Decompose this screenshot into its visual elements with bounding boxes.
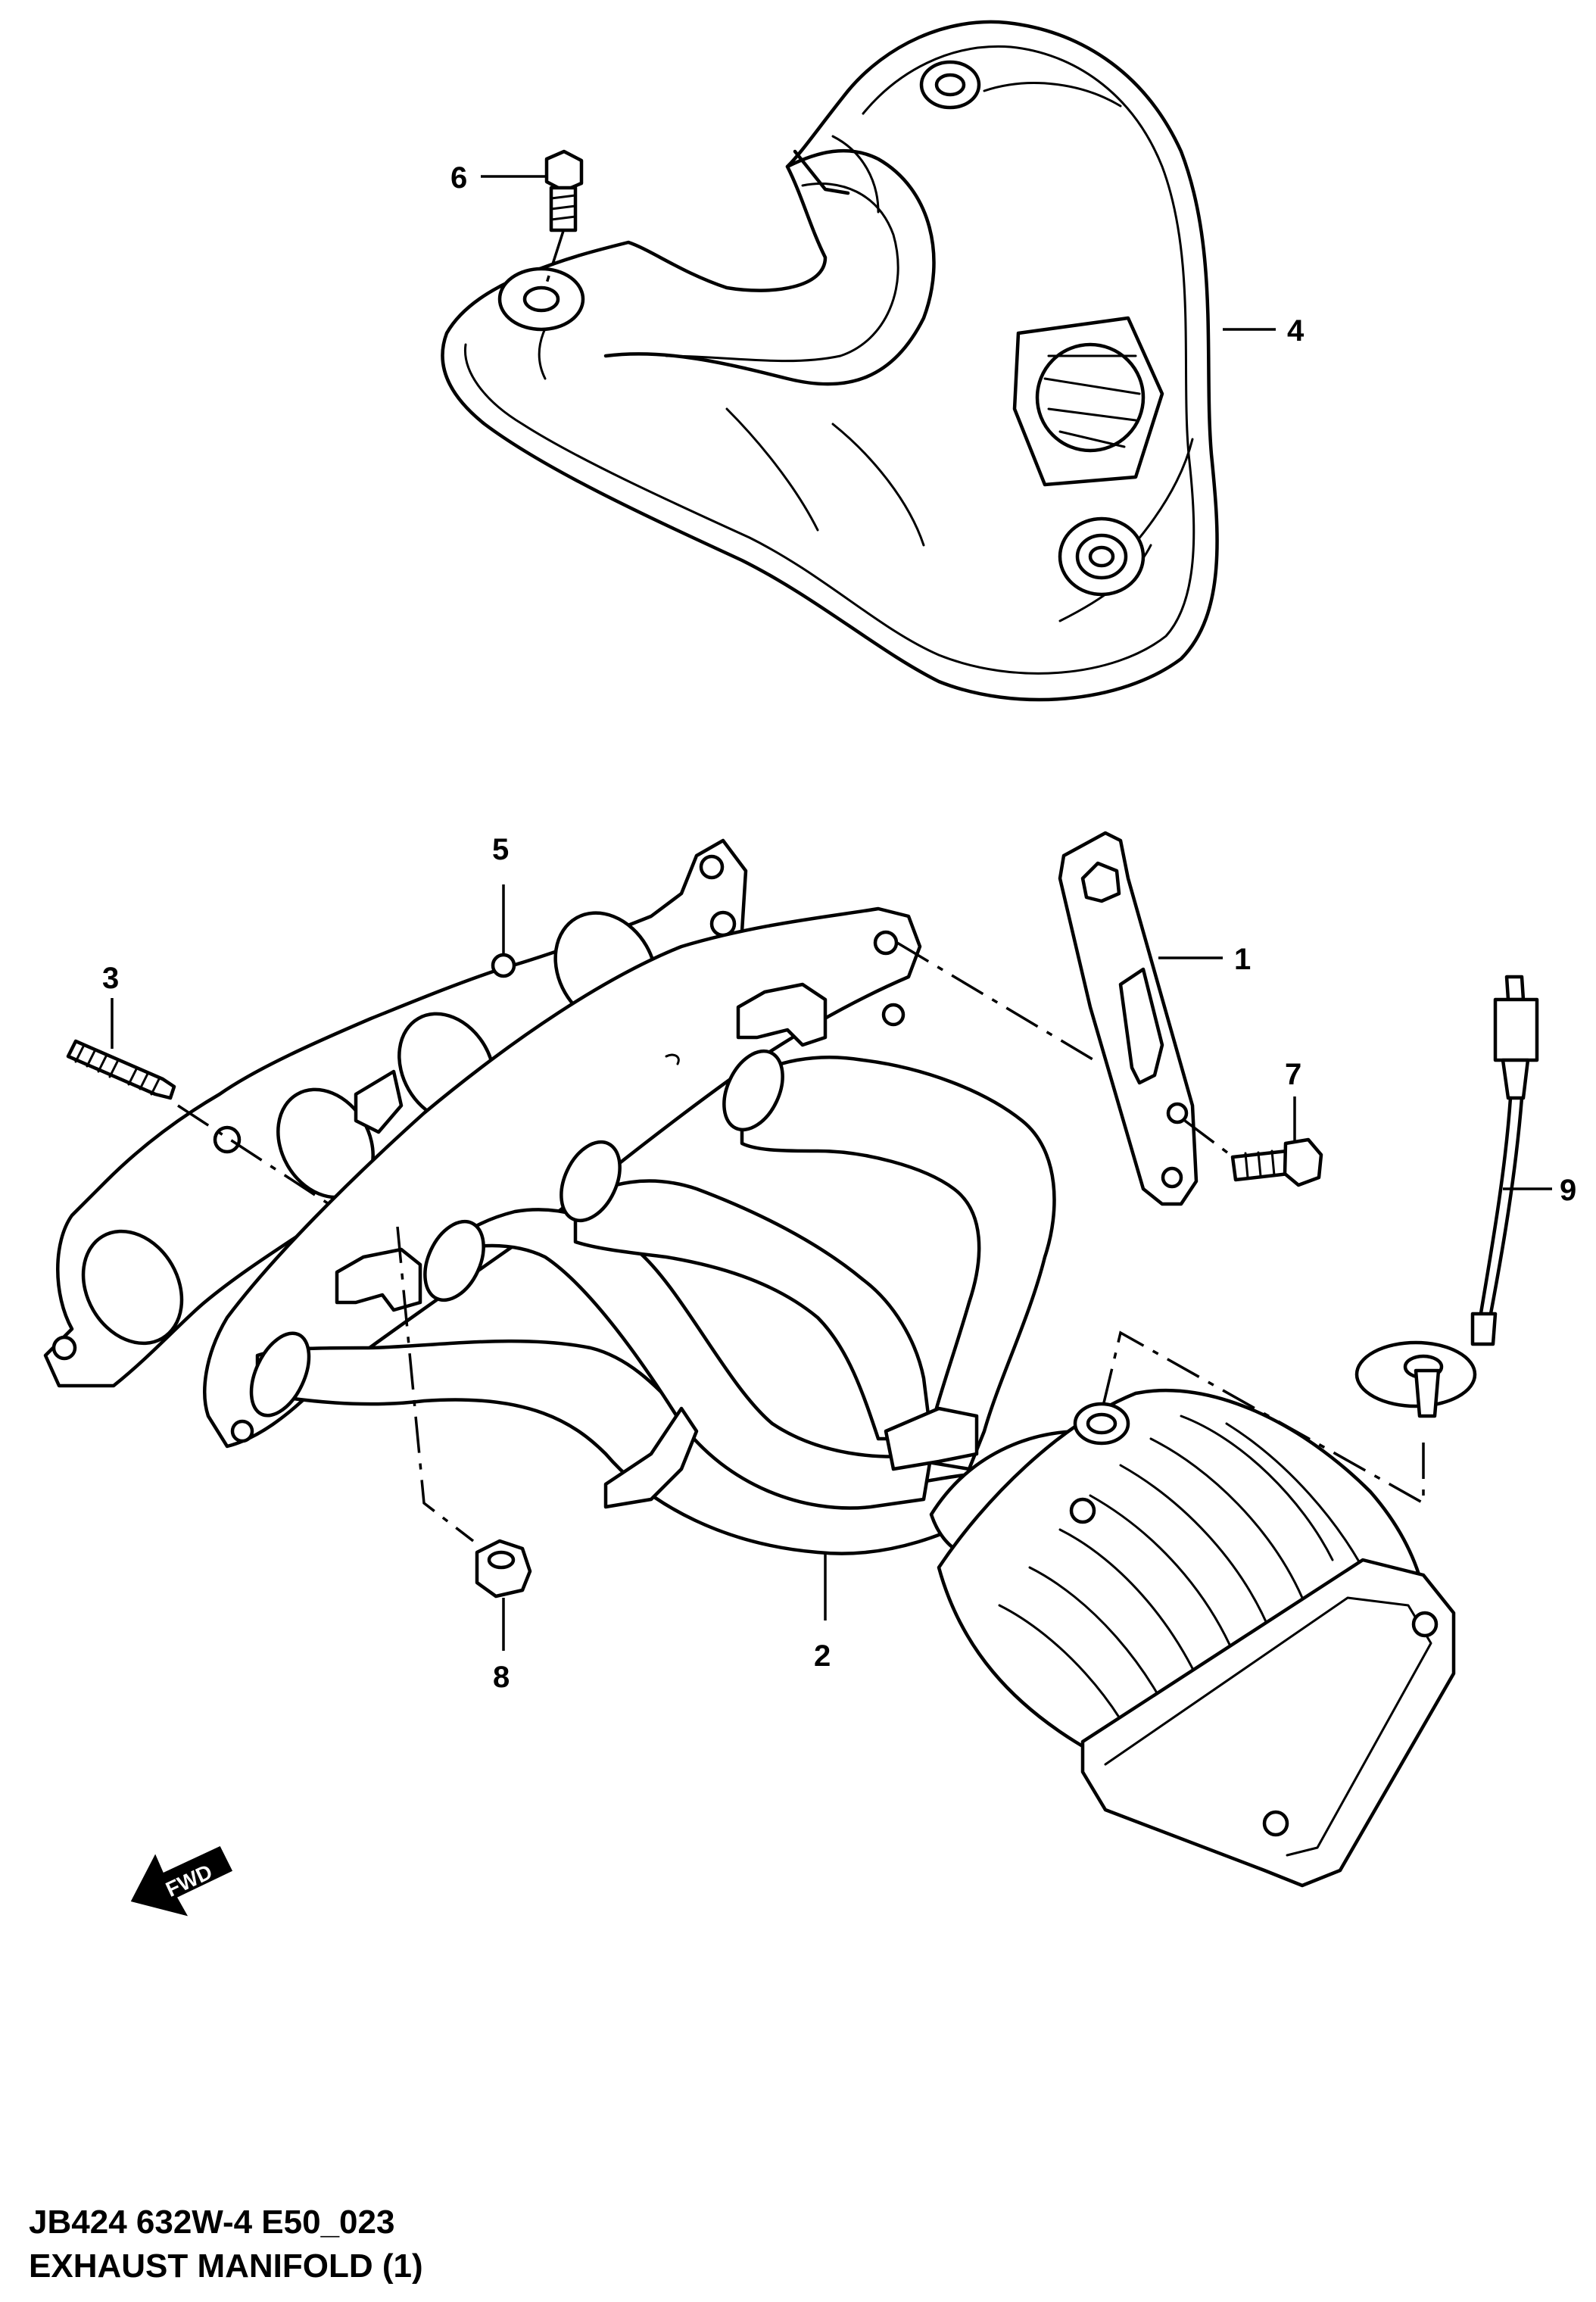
callout-6: 6 [450,161,467,195]
diagram-title: EXHAUST MANIFOLD (1) [29,2247,423,2285]
callout-8: 8 [493,1661,510,1694]
callout-5: 5 [492,833,509,866]
callout-1: 1 [1234,943,1251,976]
stud-3 [66,1039,176,1100]
callout-2: 2 [814,1639,831,1673]
oxygen-sensor [1354,975,1539,1418]
callout-3: 3 [102,962,119,995]
nut-8 [475,1539,532,1599]
heat-shield [441,20,1219,702]
callout-4: 4 [1287,314,1305,348]
bracket-1 [1058,831,1199,1206]
callout-9: 9 [1560,1174,1576,1207]
bolt-6 [544,149,584,232]
leader-lines [111,175,1552,1651]
bolt-7 [1230,1137,1323,1187]
fwd-arrow-icon: FWD [130,1846,233,1917]
callout-7: 7 [1285,1058,1301,1091]
diagram-code: JB424 632W-4 E50_023 [29,2204,395,2241]
exhaust-manifold [203,906,1456,1888]
